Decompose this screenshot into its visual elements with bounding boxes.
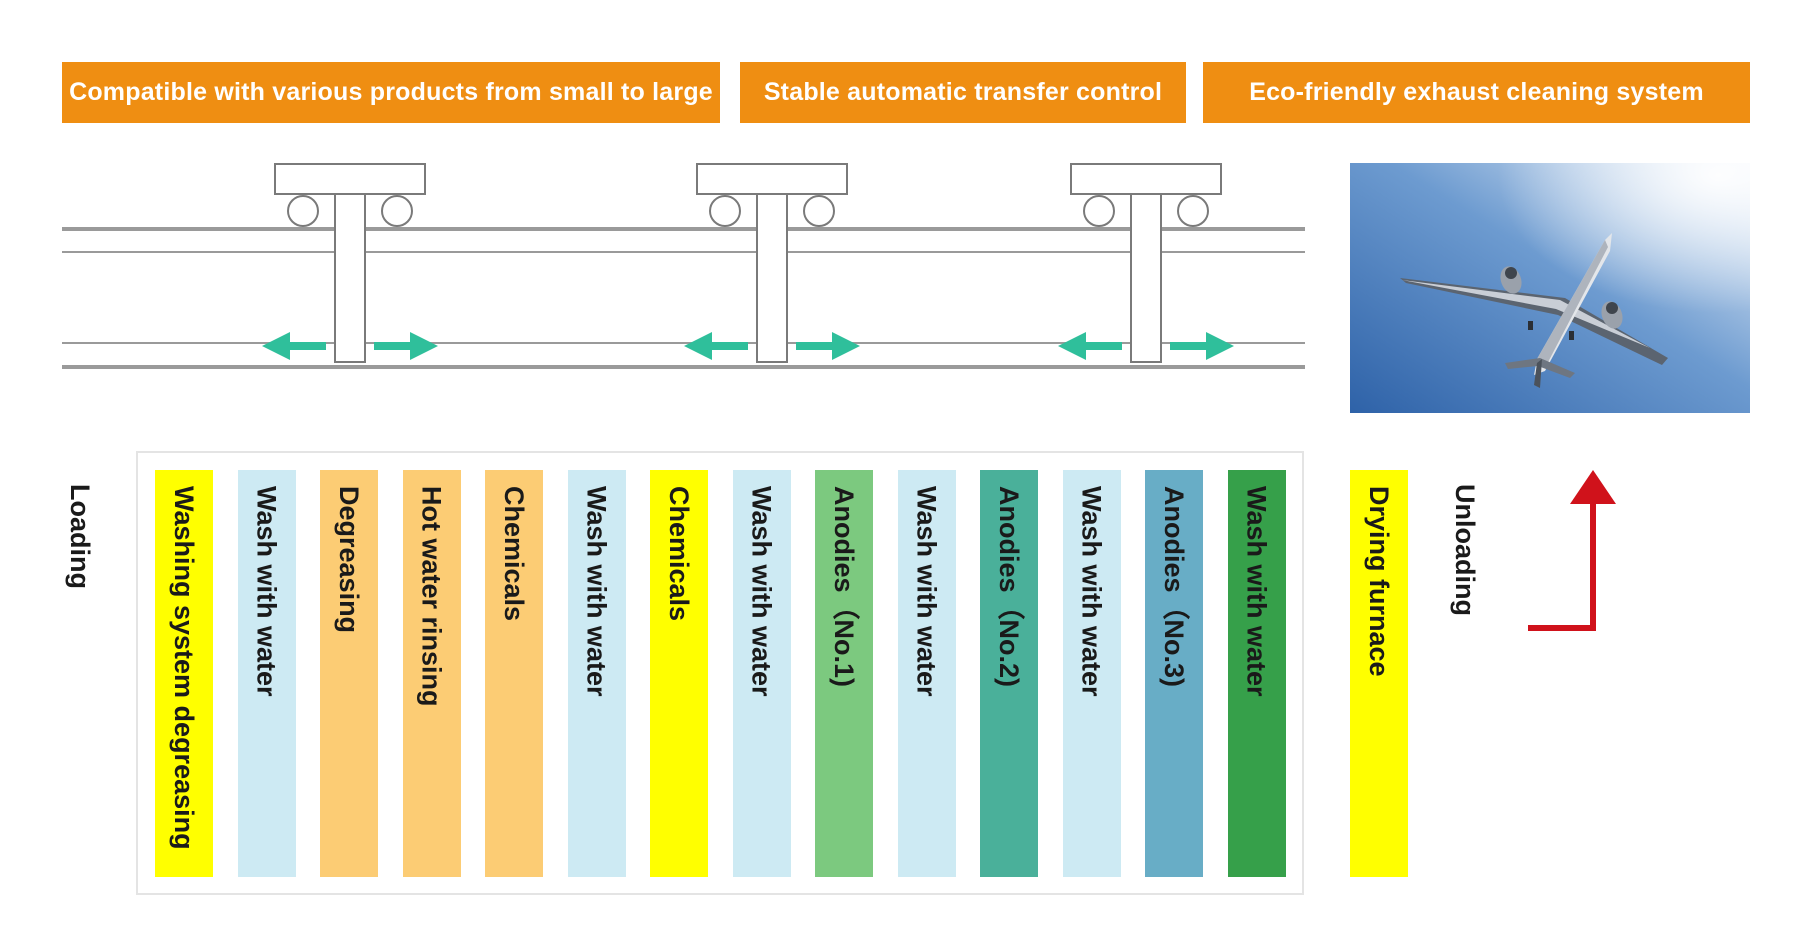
unloading-label: Unloading bbox=[1450, 484, 1480, 616]
transfer-rail-diagram bbox=[62, 163, 1305, 369]
unload-up-arrow-icon bbox=[1528, 470, 1616, 631]
process-tank: Wash with water bbox=[1062, 470, 1121, 877]
hoist-carriage-icon bbox=[696, 163, 848, 363]
process-tank: Anodies（No.1) bbox=[815, 470, 873, 877]
tank-label: Wash with water bbox=[1241, 486, 1272, 697]
process-tank: Anodies（No.3) bbox=[1145, 470, 1203, 877]
process-tank: Washing system degreasing bbox=[155, 470, 213, 877]
tank-label: Washing system degreasing bbox=[169, 486, 199, 850]
tank-label: Wash with water bbox=[746, 486, 777, 697]
tank-line-frame bbox=[136, 451, 1304, 895]
tank-label: Wash with water bbox=[581, 486, 612, 697]
process-tank: Wash with water bbox=[1227, 470, 1286, 877]
feature-banner-transfer-control: Stable automatic transfer control bbox=[740, 62, 1186, 123]
process-tank: Anodies（No.2) bbox=[980, 470, 1038, 877]
tank-label: Anodies（No.1) bbox=[829, 486, 859, 688]
process-tank: Chemicals bbox=[485, 470, 543, 877]
loading-label: Loading bbox=[65, 484, 95, 589]
hoist-carriage-icon bbox=[1070, 163, 1222, 363]
tank-label: Degreasing bbox=[334, 486, 364, 634]
process-tank: Wash with water bbox=[567, 470, 626, 877]
hoist-carriage-icon bbox=[274, 163, 426, 363]
tank-label: Wash with water bbox=[1076, 486, 1107, 697]
feature-banner-product-range: Compatible with various products from sm… bbox=[62, 62, 720, 123]
tank-label: Wash with water bbox=[251, 486, 282, 697]
process-tank: Wash with water bbox=[732, 470, 791, 877]
airplane-icon bbox=[1400, 233, 1668, 388]
airplane-photo bbox=[1350, 163, 1750, 413]
tank-label: Anodies（No.3) bbox=[1159, 486, 1189, 688]
process-tank: Wash with water bbox=[897, 470, 956, 877]
process-tank: Degreasing bbox=[320, 470, 378, 877]
left-right-arrow-icon bbox=[262, 332, 438, 360]
tank-label: Wash with water bbox=[911, 486, 942, 697]
drying-furnace-tank: Drying furnace bbox=[1350, 470, 1408, 877]
feature-banner-exhaust-cleaning: Eco-friendly exhaust cleaning system bbox=[1203, 62, 1750, 123]
tank-label: Anodies（No.2) bbox=[994, 486, 1024, 688]
process-tank: Chemicals bbox=[650, 470, 708, 877]
left-right-arrow-icon bbox=[684, 332, 860, 360]
process-tank: Wash with water bbox=[237, 470, 296, 877]
tank-label: Chemicals bbox=[499, 486, 529, 622]
left-right-arrow-icon bbox=[1058, 332, 1234, 360]
tank-label: Hot water rinsing bbox=[416, 486, 447, 707]
tank-label: Chemicals bbox=[664, 486, 694, 622]
tank-label: Drying furnace bbox=[1364, 486, 1394, 677]
process-tank: Hot water rinsing bbox=[402, 470, 461, 877]
